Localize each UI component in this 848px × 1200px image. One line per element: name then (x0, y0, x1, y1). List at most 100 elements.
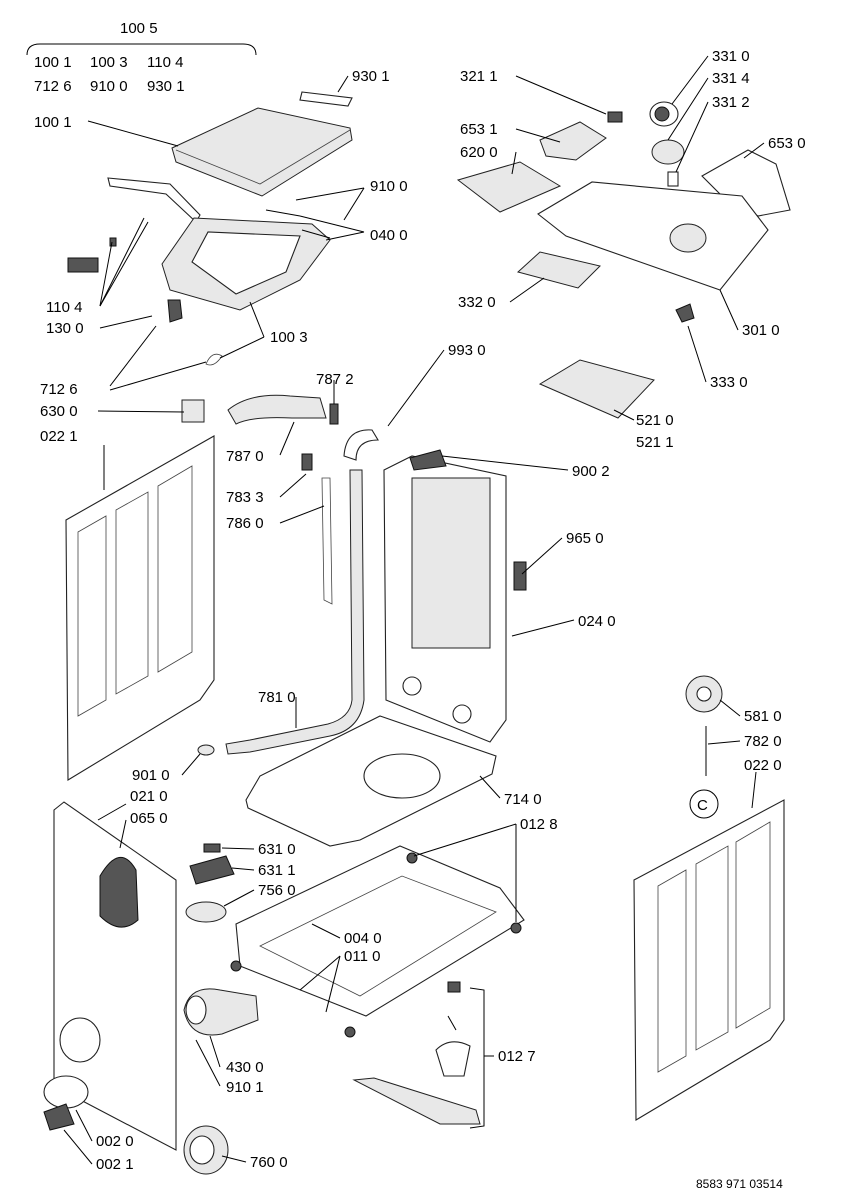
part-label: 581 0 (744, 708, 782, 725)
part-label: 110 4 (46, 299, 82, 316)
part-hinge (67, 257, 99, 273)
part-label: 630 0 (40, 403, 78, 420)
part-label: 756 0 (258, 882, 296, 899)
part-label: 781 0 (258, 689, 296, 706)
part-021-0-front-panel (53, 801, 177, 1151)
part-521-0-module (538, 359, 655, 419)
part-301-0-panel (537, 181, 769, 291)
part-012-7-a (447, 981, 461, 993)
part-labels: 930 1 100 1 910 0 040 0 110 4 130 0 100 … (34, 48, 806, 1173)
part-label: 714 0 (504, 791, 542, 808)
part-label: 022 1 (40, 428, 78, 445)
part-781-0-hose (225, 469, 365, 755)
part-label: 631 0 (258, 841, 296, 858)
group-item: 930 1 (147, 78, 185, 95)
part-label: 786 0 (226, 515, 264, 532)
part-965-0 (513, 561, 527, 591)
part-002-1 (43, 1103, 75, 1131)
part-label: 653 0 (768, 135, 806, 152)
part-022-1-side-panel (65, 435, 215, 781)
part-712-6-spring (205, 353, 223, 366)
part-331-2 (667, 171, 679, 187)
part-label: 012 7 (498, 1048, 536, 1065)
part-993-0-elbow (343, 429, 379, 461)
part-012-7-foot (352, 1077, 481, 1125)
part-630-0 (181, 399, 205, 423)
part-label: 040 0 (370, 227, 408, 244)
service-mark (689, 789, 719, 819)
group-item: 110 4 (147, 54, 183, 71)
part-022-0-side-panel (633, 799, 785, 1121)
part-label: 024 0 (578, 613, 616, 630)
group-title: 100 5 (120, 20, 158, 37)
part-label: 321 1 (460, 68, 498, 85)
part-label: 787 0 (226, 448, 264, 465)
part-620-0-pcb (456, 161, 562, 213)
part-631-0 (203, 843, 221, 853)
group-item: 712 6 (34, 78, 72, 95)
group-item: 100 1 (34, 54, 72, 71)
part-label: 430 0 (226, 1059, 264, 1076)
part-631-1 (189, 855, 235, 885)
part-label: 002 1 (96, 1156, 134, 1173)
part-label: 653 1 (460, 121, 498, 138)
part-label: 100 3 (270, 329, 308, 346)
part-label: 782 0 (744, 733, 782, 750)
part-label: 011 0 (344, 948, 380, 965)
part-333-0 (675, 303, 695, 323)
part-787-0-hose (227, 394, 327, 425)
part-label: 760 0 (250, 1154, 288, 1171)
part-653-1-board (539, 121, 607, 161)
part-label: 333 0 (710, 374, 748, 391)
part-label: 965 0 (566, 530, 604, 547)
part-label: 900 2 (572, 463, 610, 480)
part-130-0-hook (167, 299, 183, 323)
part-label: 130 0 (46, 320, 84, 337)
group-brace (26, 43, 257, 56)
part-label: 021 0 (130, 788, 168, 805)
part-901-0 (197, 744, 215, 756)
parts-artwork: C (43, 91, 791, 1175)
part-900-2 (409, 449, 447, 471)
part-002-0 (43, 1075, 89, 1109)
part-756-0 (185, 901, 227, 923)
group-item: 100 3 (90, 54, 128, 71)
leader-lines (63, 55, 765, 1165)
part-label: 521 0 (636, 412, 674, 429)
part-787-2 (329, 403, 339, 425)
part-321-1 (607, 111, 623, 123)
part-label: 910 1 (226, 1079, 264, 1096)
part-110-4-trim (107, 177, 201, 223)
document-number: 8583 971 03514 (696, 1177, 783, 1191)
part-label: 012 8 (520, 816, 558, 833)
part-label: 930 1 (352, 68, 390, 85)
part-label: 331 2 (712, 94, 750, 111)
part-label: 004 0 (344, 930, 382, 947)
part-label: 631 1 (258, 862, 296, 879)
part-label: 783 3 (226, 489, 264, 506)
service-mark-letter: C (697, 797, 708, 814)
part-label: 787 2 (316, 371, 354, 388)
part-label: 301 0 (742, 322, 780, 339)
part-label: 712 6 (40, 381, 78, 398)
group-header: 100 5 100 1 100 3 110 4 712 6 910 0 930 … (26, 20, 257, 95)
group-item: 910 0 (90, 78, 128, 95)
part-786-0-tube (321, 477, 333, 605)
part-label: 022 0 (744, 757, 782, 774)
part-label: 100 1 (34, 114, 72, 131)
part-label: 901 0 (132, 767, 170, 784)
part-label: 331 0 (712, 48, 750, 65)
part-label: 521 1 (636, 434, 674, 451)
part-930-1-strip (299, 91, 353, 107)
part-label: 910 0 (370, 178, 408, 195)
part-100-1-lid (171, 107, 353, 197)
part-label: 331 4 (712, 70, 750, 87)
part-012-7-b (435, 1041, 471, 1077)
part-label: 332 0 (458, 294, 496, 311)
part-783-3 (301, 453, 313, 471)
part-label: 620 0 (460, 144, 498, 161)
part-label: 065 0 (130, 810, 168, 827)
part-label: 002 0 (96, 1133, 134, 1150)
part-065-0-mesh (99, 857, 139, 928)
